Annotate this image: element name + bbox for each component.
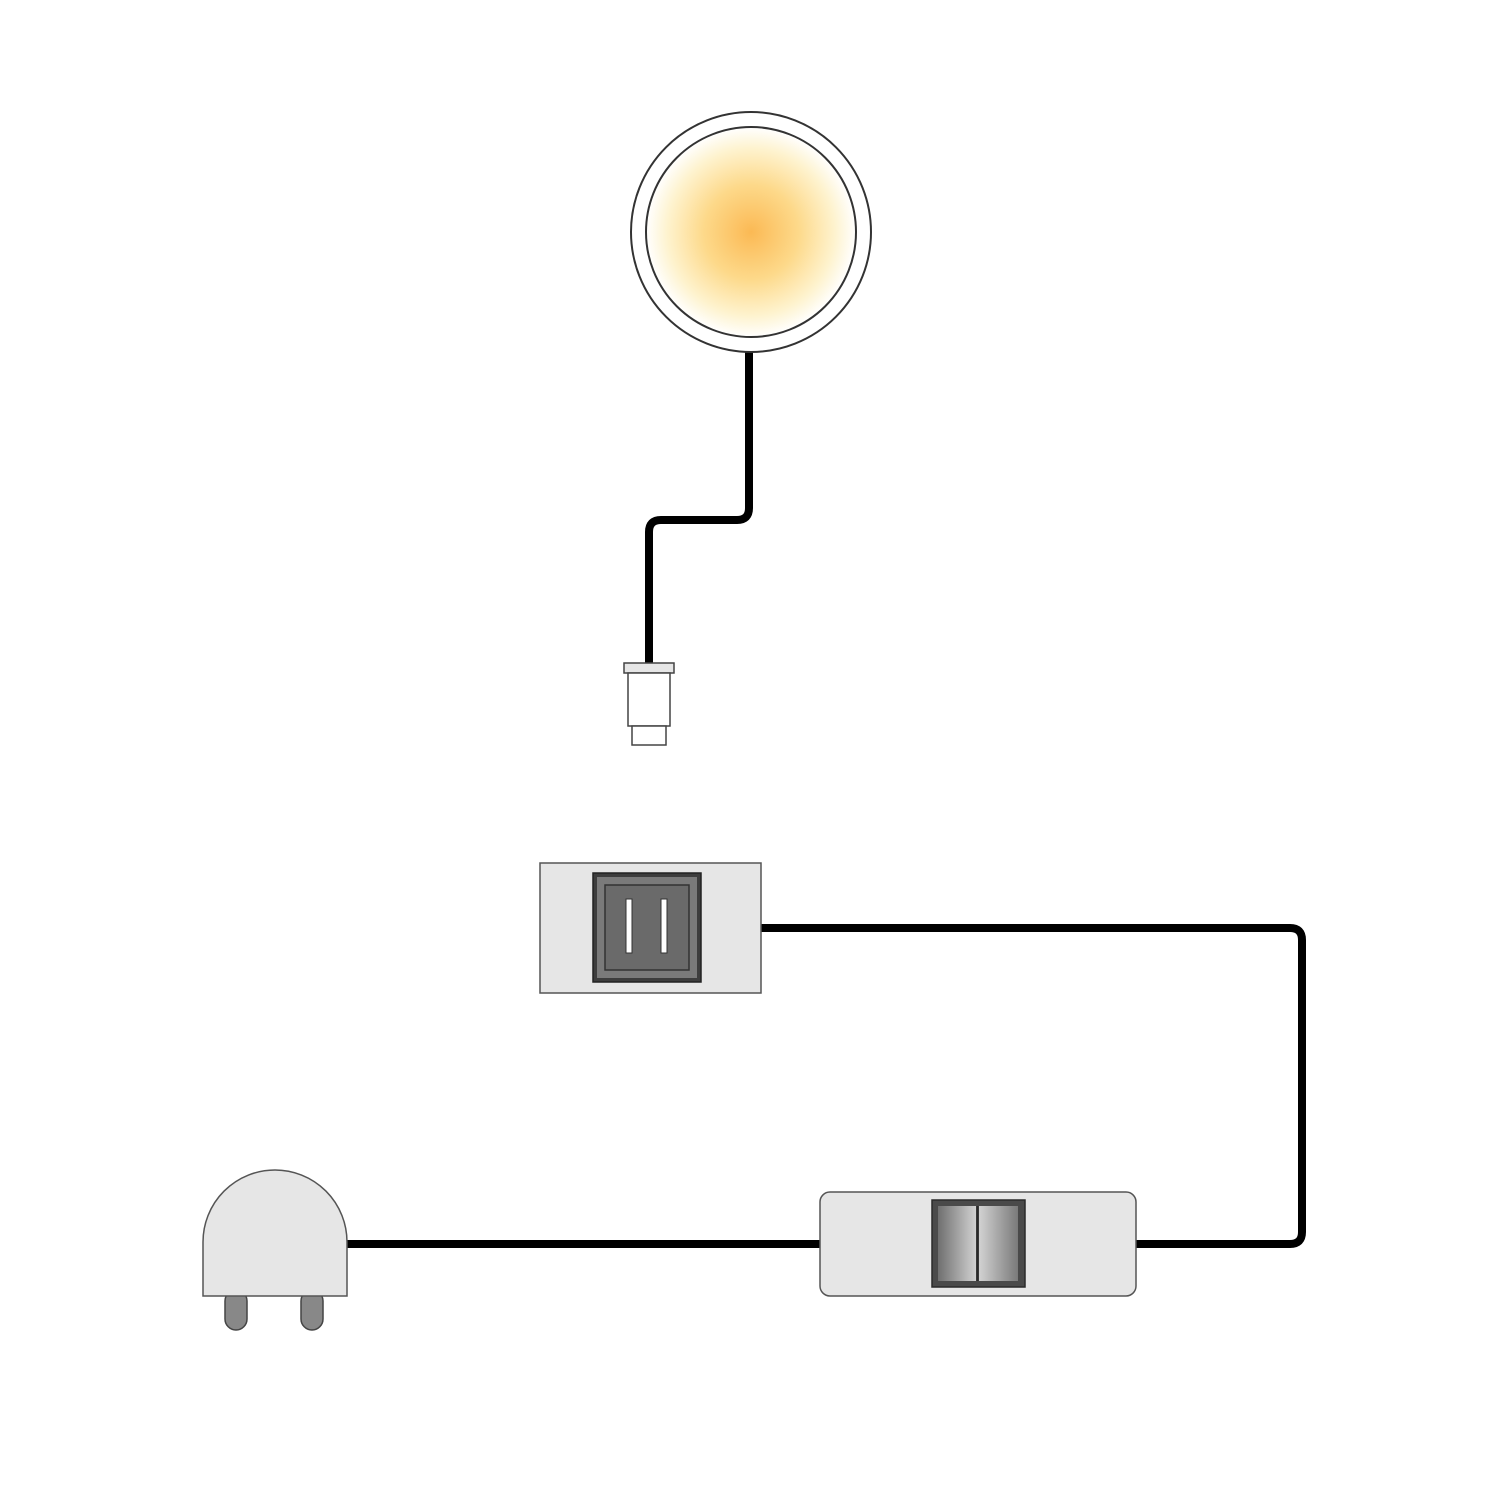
cable-connector-plug-icon — [623, 662, 675, 746]
inline-rocker-switch-icon — [819, 1191, 1137, 1297]
socket-distributor-icon — [539, 862, 762, 994]
mains-plug-icon — [202, 1169, 348, 1331]
led-puck-light-icon — [630, 111, 872, 353]
distributor-cable — [758, 924, 1306, 1248]
lamp-cable — [645, 346, 753, 668]
